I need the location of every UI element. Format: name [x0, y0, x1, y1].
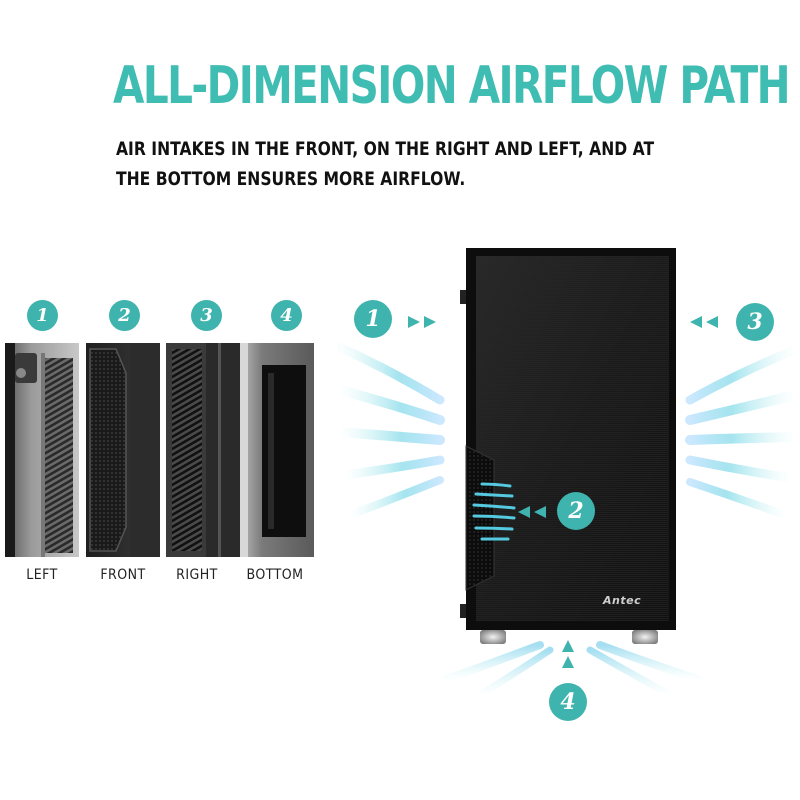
case-badge-right: 3 — [736, 303, 774, 341]
front-panel-image — [86, 343, 160, 557]
pc-case — [460, 248, 676, 644]
thumb-image-left — [5, 343, 79, 557]
bottom-panel-image — [240, 343, 314, 557]
thumb-badge-front: 2 — [109, 300, 140, 331]
case-badge-bottom: 4 — [549, 683, 587, 721]
thumb-badge-right: 3 — [191, 300, 222, 331]
right-airflow-wisps — [685, 345, 800, 519]
thumb-image-front — [86, 343, 160, 557]
thumb-badge-bottom: 4 — [271, 300, 302, 331]
left-side-panel-image — [5, 343, 79, 557]
subtitle-line-2: THE BOTTOM ENSURES MORE AIRFLOW. — [116, 168, 466, 190]
thumb-label-bottom: BOTTOM — [246, 567, 304, 583]
case-badge-front: 2 — [557, 492, 595, 530]
subtitle-line-1: AIR INTAKES IN THE FRONT, ON THE RIGHT A… — [116, 138, 655, 160]
thumb-badge-left: 1 — [27, 300, 58, 331]
bottom-airflow-wisps — [441, 641, 704, 699]
page-subtitle: AIR INTAKES IN THE FRONT, ON THE RIGHT A… — [116, 134, 655, 194]
thumb-image-right — [166, 343, 240, 557]
thumb-label-front: FRONT — [100, 567, 146, 583]
front-airflow-lines — [472, 482, 516, 541]
case-badge-left: 1 — [354, 300, 392, 338]
left-airflow-wisps — [330, 340, 445, 519]
thumb-label-right: RIGHT — [176, 567, 218, 583]
thumb-image-bottom — [240, 343, 314, 557]
case-brand-logo: Antec — [603, 594, 642, 607]
right-side-panel-image — [166, 343, 240, 557]
thumb-label-left: LEFT — [26, 567, 58, 583]
